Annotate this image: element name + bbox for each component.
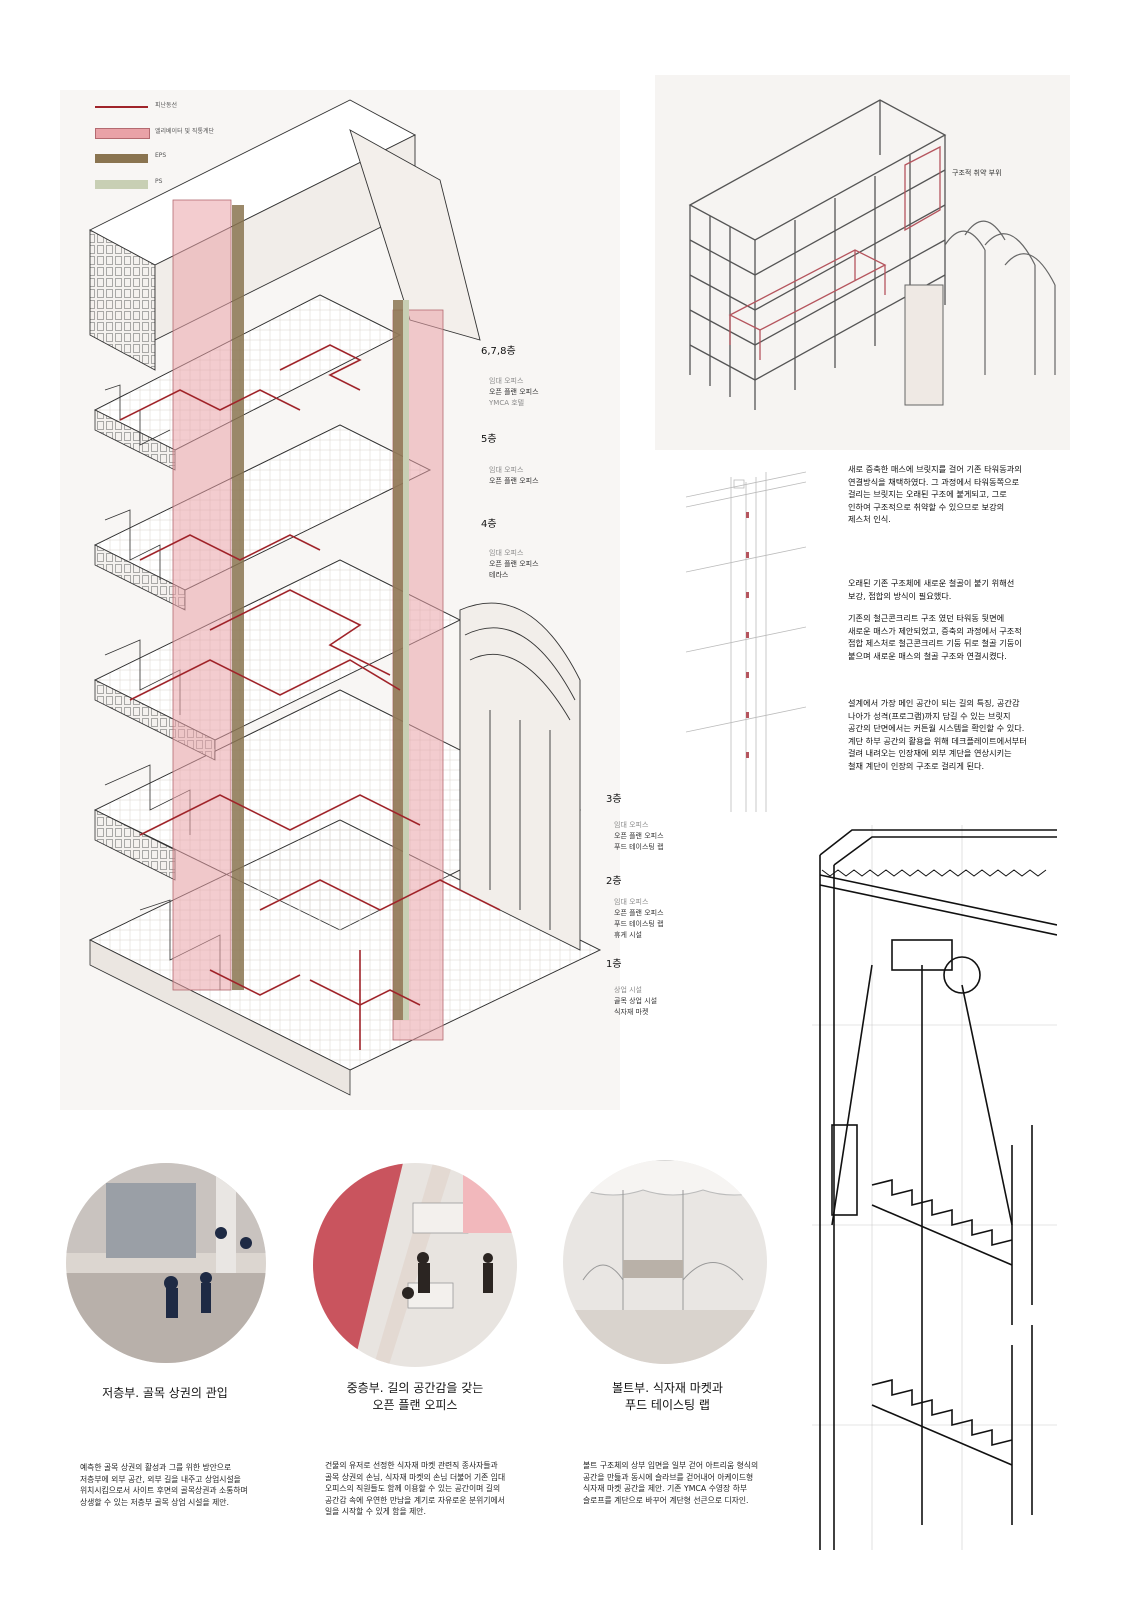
stair-section-drawing (812, 825, 1058, 1550)
highlighted-bridge (728, 145, 941, 360)
elevator-cores (172, 199, 444, 1041)
legend: 피난동선 엘리베이터 및 직통계단 EPS PS (95, 98, 255, 202)
legend-swatch (95, 106, 148, 108)
vignette-description: 예측한 골목 상권의 활성과 그를 위한 방안으로 저층부에 외부 공간, 외부… (80, 1463, 248, 1507)
floor-level-label: 2층 (606, 876, 622, 887)
floor-level-label: 5층 (481, 434, 497, 445)
vignette-description: 건물의 유저로 선정한 식자재 마켓 관련직 종사자들과 골목 상권의 손님, … (325, 1461, 506, 1516)
paragraph-bridge-connection: 새로 증축한 매스에 브릿지를 걸어 기존 타워동과의 연결방식을 채택하였다.… (848, 464, 1022, 524)
floor-level-label: 4층 (481, 519, 497, 530)
joint-detail-drawing (685, 452, 807, 812)
legend-item: 피난동선 (95, 98, 255, 124)
vignette-description: 볼트 구조체의 상부 입면을 일부 걷어 아트리움 형식의 공간을 만듦과 동시… (583, 1461, 759, 1505)
legend-swatch (95, 128, 150, 139)
evacuation-route (119, 344, 501, 1050)
legend-item: PS (95, 176, 255, 202)
paragraph-curtain-wall: 설계에서 가장 메인 공간이 되는 길의 특징, 공간감 나아가 성격(프로그램… (848, 698, 1027, 771)
legend-swatch (95, 180, 148, 189)
legend-label: 피난동선 (155, 102, 178, 109)
vignette-title: 저층부. 골목 상권의 관입 (102, 1386, 228, 1400)
vignette-vault (563, 1160, 768, 1365)
vignette-low-rise (66, 1163, 266, 1363)
floor-level-label: 6,7,8층 (481, 346, 516, 357)
structure-frame-diagram (655, 75, 1070, 450)
vignette-title: 중층부. 길의 공간감을 갖는 오픈 플랜 오피스 (346, 1381, 484, 1412)
paragraph-steel-joint: 기존의 철근콘크리트 구조 였던 타워동 뒷면에 새로운 매스가 제안되었고, … (848, 613, 1022, 661)
vignette-title: 볼트부. 식자재 마켓과 푸드 테이스팅 랩 (612, 1381, 723, 1412)
legend-item: 엘리베이터 및 직통계단 (95, 124, 255, 150)
structure-weak-point-label: 구조적 취약 부위 (952, 169, 1002, 177)
legend-swatch (95, 154, 148, 163)
paragraph-reinforcement: 오래된 기존 구조체에 새로운 철골이 붙기 위해선 보강, 접합의 방식이 필… (848, 578, 1015, 601)
legend-item: EPS (95, 150, 255, 176)
floor-level-label: 3층 (606, 794, 622, 805)
legend-label: EPS (155, 152, 167, 159)
vault-structure (459, 602, 581, 951)
legend-label: PS (155, 178, 163, 185)
legend-label: 엘리베이터 및 직통계단 (155, 128, 215, 135)
floor-level-label: 1층 (606, 959, 622, 970)
axonometric-diagram (60, 90, 620, 1110)
vignette-mid-rise (313, 1163, 518, 1368)
